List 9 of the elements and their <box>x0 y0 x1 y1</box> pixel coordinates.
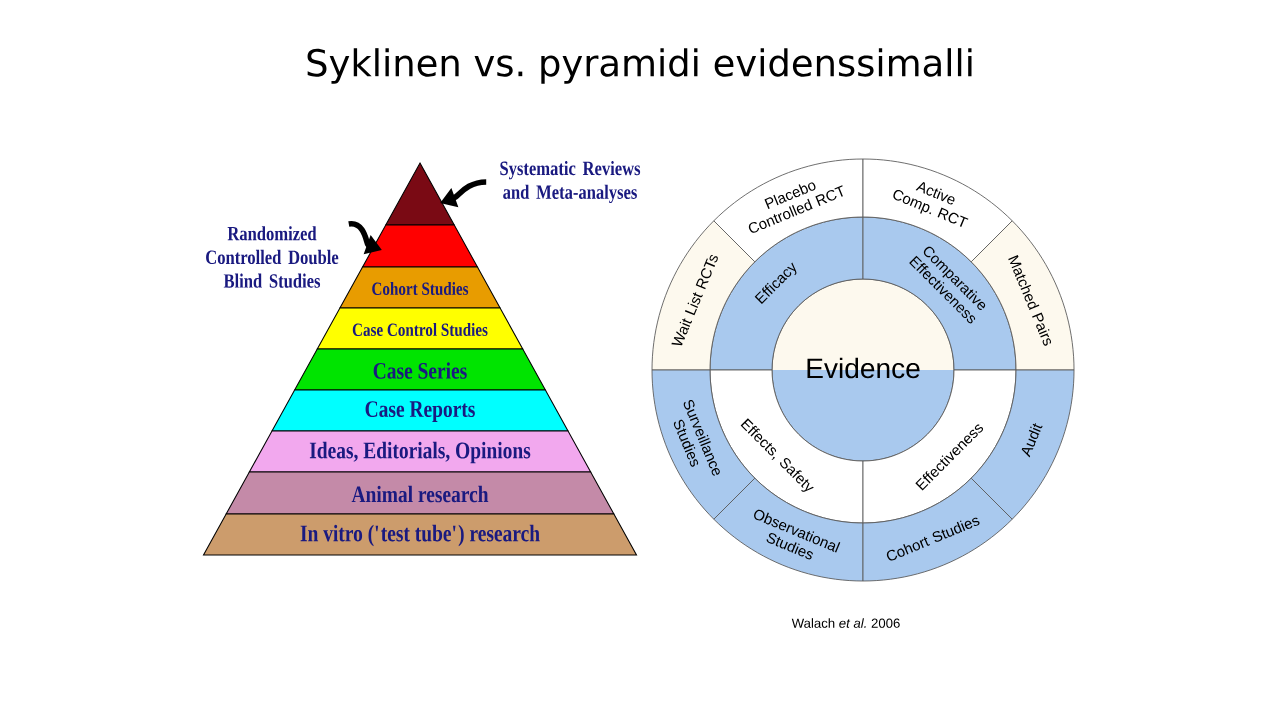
pyramid-layer: Cohort Studies <box>339 266 501 309</box>
pyramid-layer: Case Control Studies <box>316 307 524 350</box>
annotation-text: Systematic Reviews and Meta-analyses <box>500 160 641 204</box>
pyramid-layer: Animal research <box>225 471 615 515</box>
slide-title: Syklinen vs. pyramidi evidenssimalli <box>307 48 972 84</box>
citation: Walach et al. 2006 <box>791 618 900 628</box>
pyramid-layer: Ideas, Editorials, Opinions <box>248 430 592 473</box>
annotation-text: Randomized Controlled Double Blind Studies <box>206 226 339 288</box>
pyramid-layer: Case Reports <box>271 389 569 432</box>
